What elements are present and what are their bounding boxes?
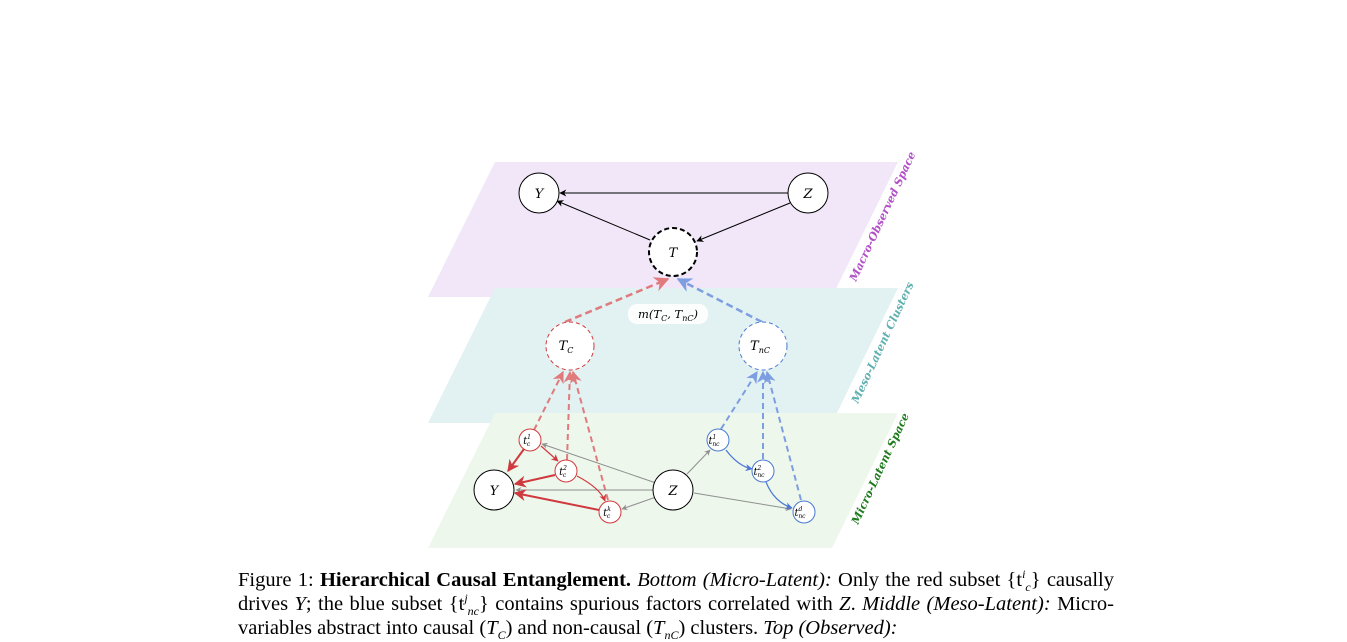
edge-t-to-y-macro <box>556 200 651 241</box>
meso-layer-plane <box>428 288 898 423</box>
meso-tnc-label: TnC <box>750 339 770 355</box>
caption-bottom-label: Bottom (Micro-Latent): <box>637 569 832 591</box>
micro-z-node <box>652 469 694 511</box>
caption-title: Hierarchical Causal Entanglement. <box>319 569 632 591</box>
edge-tncd-to-tnc <box>763 370 802 501</box>
caption-bottom-text-3: ; the blue subset {t <box>305 593 465 615</box>
edge-tc1-to-tc2 <box>540 445 559 462</box>
caption-middle-text-2: ) and non-causal ( <box>505 617 654 639</box>
tnc2-node <box>751 459 775 483</box>
meso-tc-node <box>545 321 595 371</box>
caption-bottom-text-4: } contains spurious factors correlated w… <box>478 593 840 615</box>
caption-y: Y <box>294 593 306 615</box>
tc1-node <box>518 428 542 452</box>
mapping-label-box <box>628 304 708 324</box>
edge-tck-to-y <box>513 489 600 511</box>
edge-tc1-to-y <box>507 448 525 472</box>
edge-z-to-t-macro <box>696 202 791 242</box>
tc2-node <box>554 459 578 483</box>
meso-tnc-node <box>738 321 788 371</box>
caption-prefix: Figure 1: <box>238 569 320 591</box>
caption-tc: T <box>486 617 498 639</box>
caption-tnc: T <box>653 617 665 639</box>
edge-tck-to-tc <box>570 370 609 501</box>
caption-bottom-text-1: Only the red subset {t <box>838 569 1023 591</box>
caption-top-label: Top (Observed): <box>763 617 898 639</box>
caption-bottom-text-5: . <box>850 593 863 615</box>
caption-sup-i: i <box>1022 567 1026 582</box>
macro-t-label: T <box>669 246 679 261</box>
edge-z-to-tck-gray <box>621 496 657 511</box>
edge-z-to-tncd-gray <box>693 492 792 512</box>
meso-tc-label: TC <box>559 339 574 355</box>
micro-y-label: Y <box>490 484 500 499</box>
figure-caption: Figure 1: Hierarchical Causal Entangleme… <box>238 567 1114 642</box>
caption-tnc-sub: nC <box>664 628 679 642</box>
macro-y-node <box>518 172 560 214</box>
macro-y-label: Y <box>535 187 545 202</box>
caption-sup-j: j <box>464 591 468 606</box>
edge-z-to-tc1-gray <box>541 442 657 484</box>
edge-tnc1-to-tnc2 <box>725 449 753 472</box>
caption-sub-nc: nc <box>467 604 479 619</box>
caption-middle-label: Middle (Meso-Latent): <box>862 593 1051 615</box>
tnc1-node <box>706 428 730 452</box>
edge-tc2-to-y <box>513 474 556 488</box>
macro-z-label: Z <box>802 187 813 202</box>
caption-z: Z <box>839 593 851 615</box>
caption-middle-text-3: ) clusters. <box>678 617 764 639</box>
micro-z-label: Z <box>667 484 678 499</box>
edge-tnc-to-t <box>676 277 763 324</box>
edge-tnc1-to-tnc <box>720 370 758 430</box>
tncd-node <box>792 500 816 524</box>
edge-tc2-to-tck <box>576 475 607 502</box>
caption-bottom-text-2: } causally drives <box>238 569 1114 615</box>
caption-sub-c: c <box>1025 580 1031 595</box>
macro-t-node <box>648 227 698 277</box>
macro-layer-plane <box>428 162 898 297</box>
edge-tc1-to-tc <box>533 370 564 431</box>
edge-tc-to-t <box>564 277 670 324</box>
edge-tc2-to-tc <box>563 370 576 461</box>
caption-tc-sub: C <box>497 628 506 642</box>
micro-y-node <box>473 469 515 511</box>
macro-z-node <box>787 172 829 214</box>
tck-node <box>598 500 622 524</box>
edge-z-to-tnc1-gray <box>686 449 711 475</box>
edge-tnc2-to-tncd <box>765 481 793 510</box>
